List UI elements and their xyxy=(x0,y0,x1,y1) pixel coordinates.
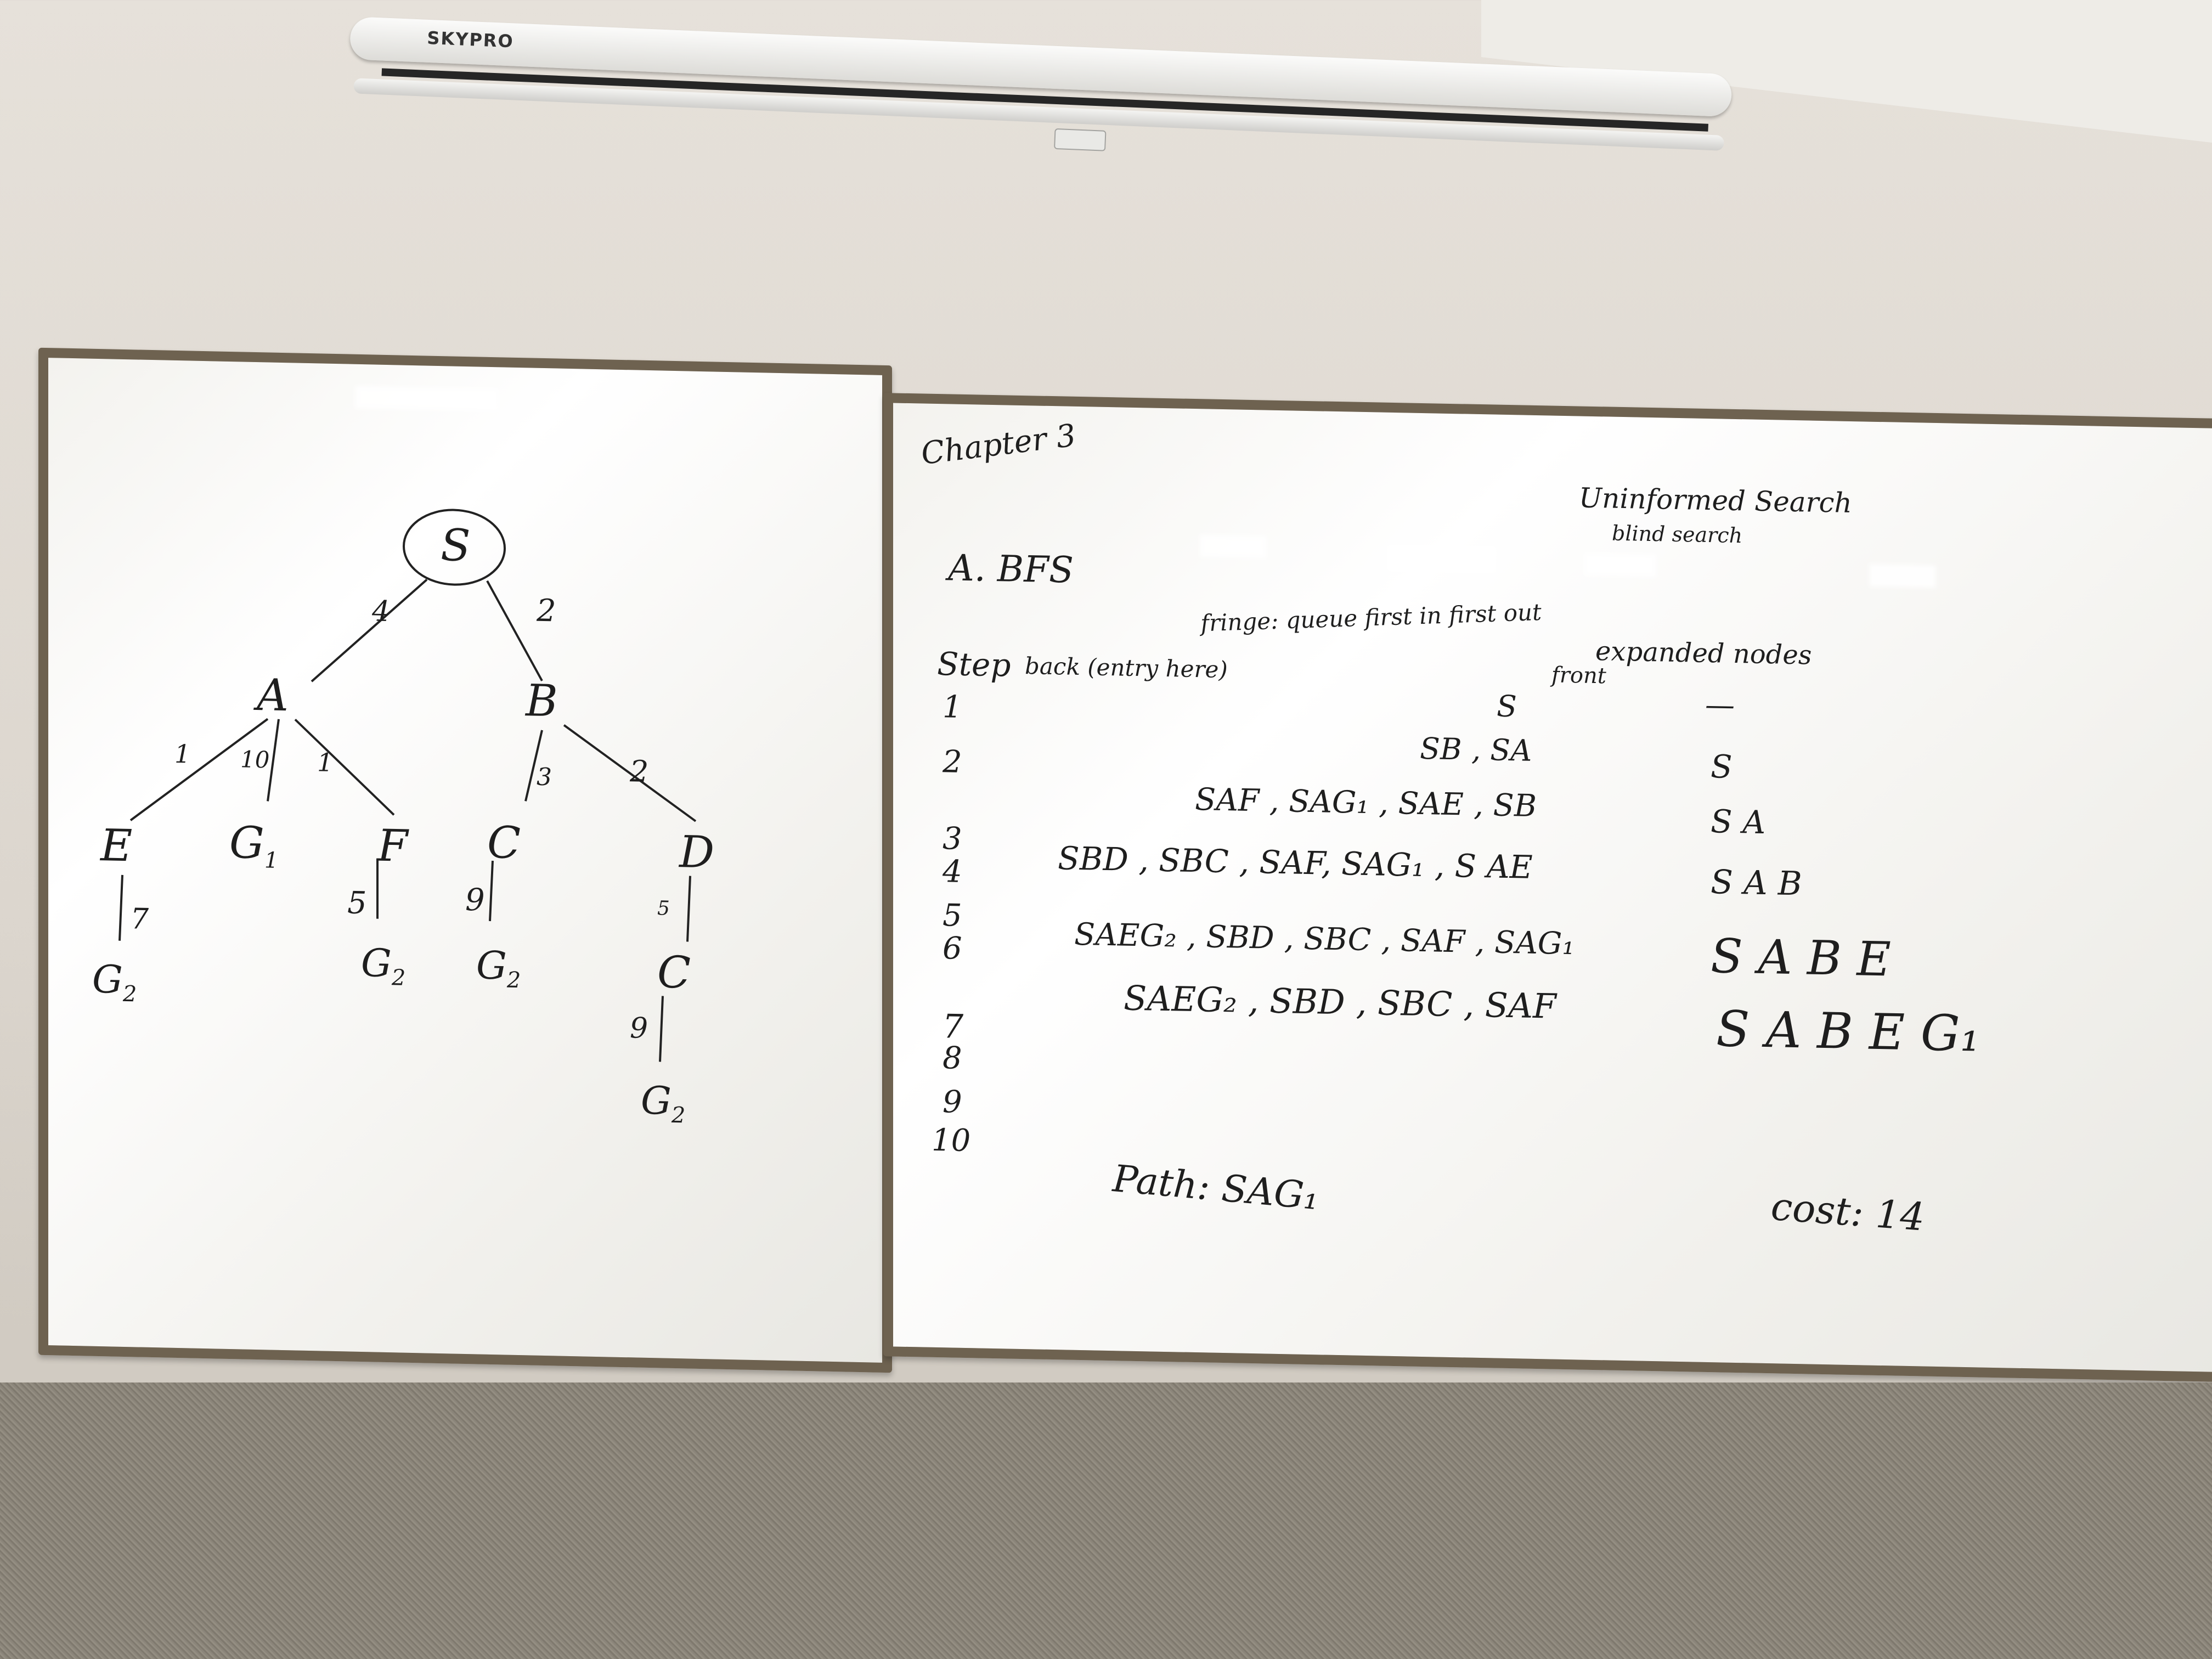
heading-blind-search: blind search xyxy=(1612,521,1743,548)
expanded-row: S A B xyxy=(1711,863,1802,904)
expanded-row: S xyxy=(1711,748,1733,786)
light-glare xyxy=(1200,535,1266,558)
leaf-g2-f-subscript: 2 xyxy=(391,965,406,991)
fringe-row: SB , SA xyxy=(1420,731,1532,768)
edge-label-b-d: 2 xyxy=(630,754,649,789)
step-number: 8 xyxy=(943,1040,962,1076)
leaf-g2-d-subscript: 2 xyxy=(671,1102,686,1128)
leaf-g2-e-subscript: 2 xyxy=(122,981,137,1007)
node-g1: G1 xyxy=(229,817,278,873)
leaf-g2-c: G2 xyxy=(476,943,521,993)
node-d: D xyxy=(679,826,715,878)
edge-label-d-c: 5 xyxy=(657,897,670,920)
node-g1-subscript: 1 xyxy=(264,848,279,873)
edge-c-g2-b xyxy=(659,996,664,1062)
projector-pull-handle xyxy=(1053,128,1107,151)
edge-s-b xyxy=(486,580,543,681)
edge-c-g2 xyxy=(489,860,494,922)
fringe-row: S xyxy=(1497,689,1517,724)
step-number: 4 xyxy=(943,854,962,890)
node-s: S xyxy=(441,520,471,572)
step-number: 9 xyxy=(943,1084,962,1120)
leaf-g2-d: G2 xyxy=(641,1078,685,1128)
fringe-row: SAF , SAG₁ , SAE , SB xyxy=(1195,782,1537,825)
fringe-row: SBD , SBC , SAF, SAG₁ , S AE xyxy=(1058,839,1533,886)
section-title: A. BFS xyxy=(948,546,1074,591)
edge-label-s-b: 2 xyxy=(537,592,556,629)
search-tree-edges xyxy=(119,509,697,1062)
node-e: E xyxy=(100,820,133,872)
edge-b-c xyxy=(524,730,543,802)
right-whiteboard: Chapter 3 Uninformed Search blind search… xyxy=(883,393,2212,1383)
edge-label-a-e: 1 xyxy=(174,738,191,769)
edge-label-c-g2: 9 xyxy=(465,882,485,918)
edge-d-c xyxy=(686,876,691,942)
edge-s-a xyxy=(311,579,428,682)
expanded-row: S A xyxy=(1711,803,1766,842)
edge-a-g1 xyxy=(267,719,280,802)
leaf-g2-c-subscript: 2 xyxy=(506,967,521,994)
back-label: back (entry here) xyxy=(1025,652,1228,684)
light-glare xyxy=(1870,564,1936,588)
cost-result: cost: 14 xyxy=(1770,1183,1926,1240)
leaf-g2-e-letter: G xyxy=(92,956,123,1002)
edge-label-f-g2: 5 xyxy=(347,885,367,922)
leaf-g2-d-letter: G xyxy=(641,1077,672,1124)
node-a: A xyxy=(257,669,289,721)
step-number: 1 xyxy=(943,689,962,725)
edge-label-c2-g2: 9 xyxy=(630,1012,648,1045)
root-circle xyxy=(403,509,506,586)
expanded-row: — xyxy=(1705,687,1735,723)
expanded-row: S A B E G₁ xyxy=(1716,1000,1980,1063)
step-number: 2 xyxy=(943,744,962,780)
step-number: 5 xyxy=(943,898,962,934)
edge-label-s-a: 4 xyxy=(372,595,391,629)
step-number: 3 xyxy=(943,821,962,857)
step-label: Step xyxy=(937,645,1011,684)
left-whiteboard: S 4 2 A B 1 10 1 3 2 E G1 F C D 7 5 9 5 … xyxy=(38,347,892,1373)
fringe-label: fringe: queue first in first out xyxy=(1200,598,1543,637)
step-number: 10 xyxy=(932,1122,971,1159)
edge-label-b-c: 3 xyxy=(537,763,552,792)
fringe-row: SAEG₂ , SBD , SBC , SAF xyxy=(1124,978,1556,1026)
path-result: Path: SAG₁ xyxy=(1111,1157,1321,1219)
expanded-row: S A B E xyxy=(1711,929,1892,988)
chapter-label: Chapter 3 xyxy=(918,417,1079,472)
edge-e-g2 xyxy=(119,874,123,941)
light-glare xyxy=(1387,544,1497,574)
projector-brand: SKYPRO xyxy=(426,27,515,52)
node-c: C xyxy=(487,816,521,869)
edge-label-a-f: 1 xyxy=(317,747,334,777)
edge-label-e-g2: 7 xyxy=(131,902,149,936)
node-g1-letter: G xyxy=(229,816,264,869)
node-c-second: C xyxy=(657,946,691,998)
node-f: F xyxy=(377,820,408,872)
node-b: B xyxy=(526,675,558,727)
step-number: 6 xyxy=(943,930,962,967)
edge-a-f xyxy=(294,719,395,816)
leaf-g2-c-letter: G xyxy=(476,943,507,989)
edge-a-e xyxy=(129,718,269,821)
leaf-g2-e: G2 xyxy=(92,957,137,1007)
heading-uninformed-search: Uninformed Search xyxy=(1579,482,1852,520)
expanded-label: expanded nodes xyxy=(1595,636,1812,671)
leaf-g2-f-letter: G xyxy=(361,940,392,986)
leaf-g2-f: G2 xyxy=(361,940,405,991)
light-glare xyxy=(1584,553,1656,577)
fringe-row: SAEG₂ , SBD , SBC , SAF , SAG₁ xyxy=(1074,916,1575,962)
edge-b-d xyxy=(563,724,697,822)
carpet-floor xyxy=(0,1383,2212,1659)
edge-label-a-g1: 10 xyxy=(240,746,270,774)
